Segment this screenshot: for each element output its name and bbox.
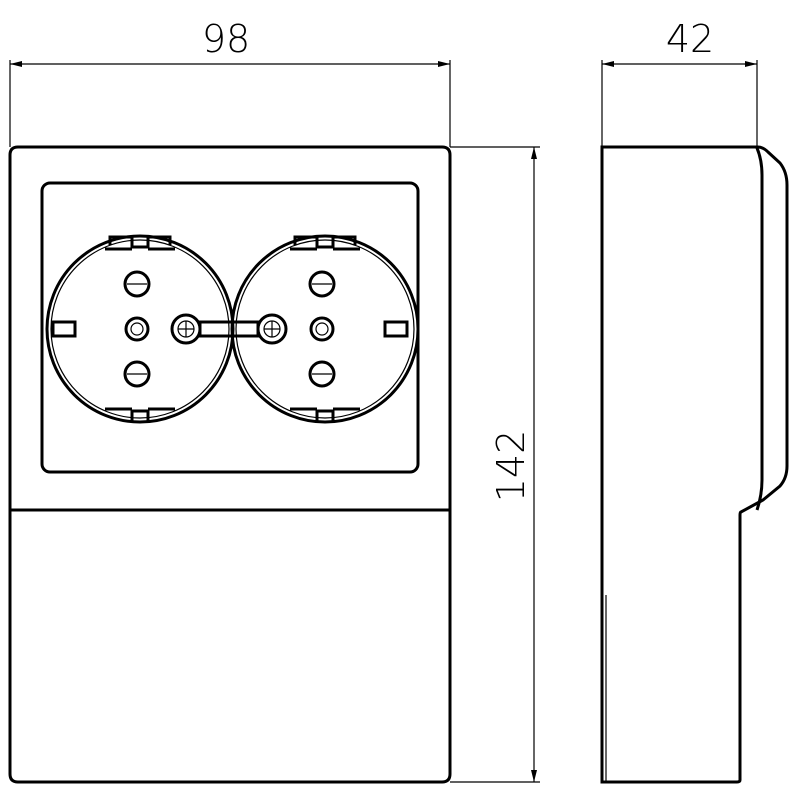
- width-dimension-label: 98: [202, 17, 250, 61]
- screw-left: [170, 313, 202, 345]
- socket-plate: [40, 181, 420, 474]
- front-base-box: [8, 508, 452, 784]
- screw-right: [256, 313, 288, 345]
- side-view: [600, 145, 789, 784]
- depth-dimension: 42: [601, 17, 758, 147]
- height-dimension-label: 142: [489, 430, 533, 503]
- front-frame: [8, 145, 452, 510]
- socket-bridge: [198, 320, 260, 338]
- side-profile: [600, 145, 789, 784]
- side-front-edge: [755, 147, 764, 511]
- clip-left: [51, 320, 77, 338]
- clip-right: [383, 320, 409, 338]
- depth-dimension-label: 42: [666, 17, 714, 61]
- height-dimension: 142: [450, 146, 540, 783]
- socket-right: [230, 234, 420, 424]
- front-view: [8, 145, 452, 784]
- width-dimension: 98: [9, 17, 451, 147]
